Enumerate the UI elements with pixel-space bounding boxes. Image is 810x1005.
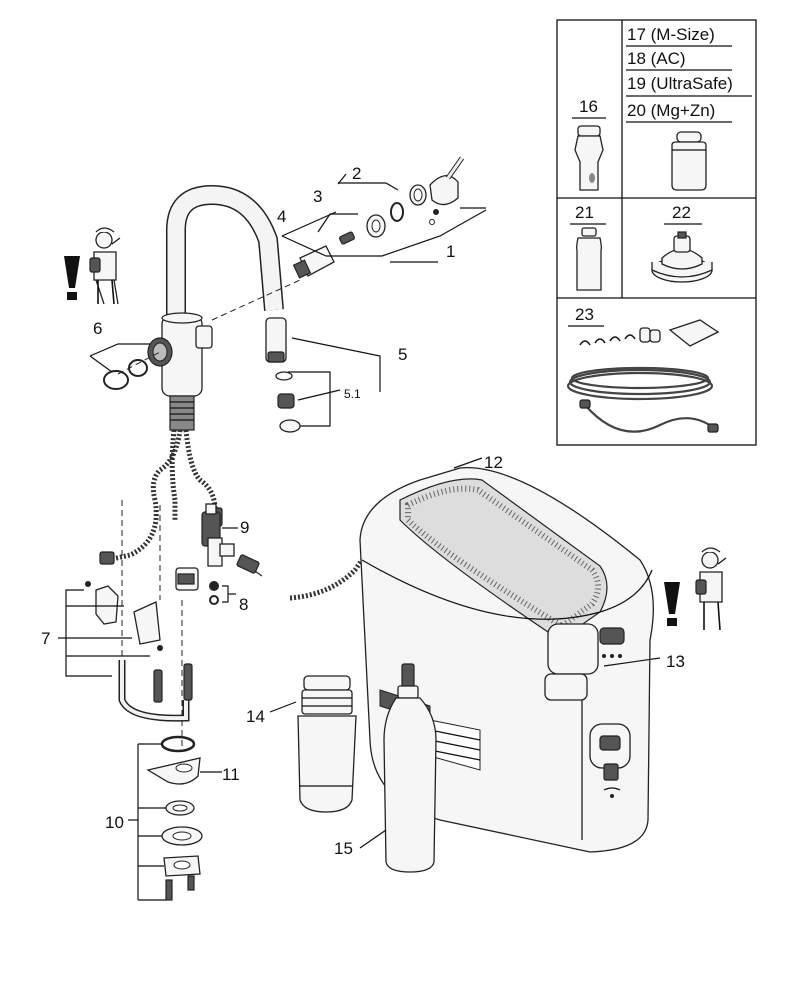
label-6: 6 <box>93 319 102 338</box>
co2-bottle-15 <box>359 663 437 873</box>
filter-bottle-16 <box>574 125 604 191</box>
spray-parts-group <box>275 337 381 433</box>
label-14: 14 <box>246 707 265 726</box>
label-16: 16 <box>579 97 598 116</box>
label-4: 4 <box>277 207 286 226</box>
label-22: 22 <box>672 203 691 222</box>
valve-head-22 <box>651 231 713 283</box>
supply-hoses <box>99 429 365 601</box>
label-13: 13 <box>666 652 685 671</box>
label-5-1: 5.1 <box>344 387 361 401</box>
valve-parts-8-9 <box>175 503 263 605</box>
label-21: 21 <box>575 203 594 222</box>
warning-worker-icon <box>64 227 121 305</box>
label-5: 5 <box>398 345 407 364</box>
label-23: 23 <box>575 305 594 324</box>
legend-row-17: 17 (M-Size) <box>627 25 715 44</box>
spare-parts-box: 17 (M-Size) 18 (AC) 19 (UltraSafe) 20 (M… <box>556 19 757 446</box>
label-9: 9 <box>240 518 249 537</box>
faucet-assembly <box>117 184 301 431</box>
label-2: 2 <box>352 164 361 183</box>
label-8: 8 <box>239 595 248 614</box>
warning-worker-icon <box>664 547 727 631</box>
legend-list: 17 (M-Size) 18 (AC) 19 (UltraSafe) 20 (M… <box>626 25 752 123</box>
legend-row-18: 18 (AC) <box>627 49 686 68</box>
bottle-21 <box>576 227 602 291</box>
callout-labels: 1 2 3 4 5 5.1 6 7 8 9 10 11 12 13 14 15 <box>41 164 685 858</box>
label-12: 12 <box>484 453 503 472</box>
base-mounting-parts-10-11 <box>128 735 222 901</box>
label-11: 11 <box>222 765 240 784</box>
filter-cartridge-17-20 <box>671 131 707 191</box>
label-10: 10 <box>105 813 124 832</box>
label-7: 7 <box>41 629 50 648</box>
mounting-parts-7 <box>58 500 193 750</box>
legend-row-19: 19 (UltraSafe) <box>627 74 733 93</box>
label-3: 3 <box>313 187 322 206</box>
connection-kit-23 <box>566 319 720 433</box>
label-1: 1 <box>446 242 455 261</box>
lever-cartridge-group <box>281 156 487 279</box>
legend-row-20: 20 (Mg+Zn) <box>627 101 715 120</box>
label-15: 15 <box>334 839 353 858</box>
aerator-parts-6 <box>89 343 150 390</box>
filter-cartridge-14 <box>269 675 357 813</box>
